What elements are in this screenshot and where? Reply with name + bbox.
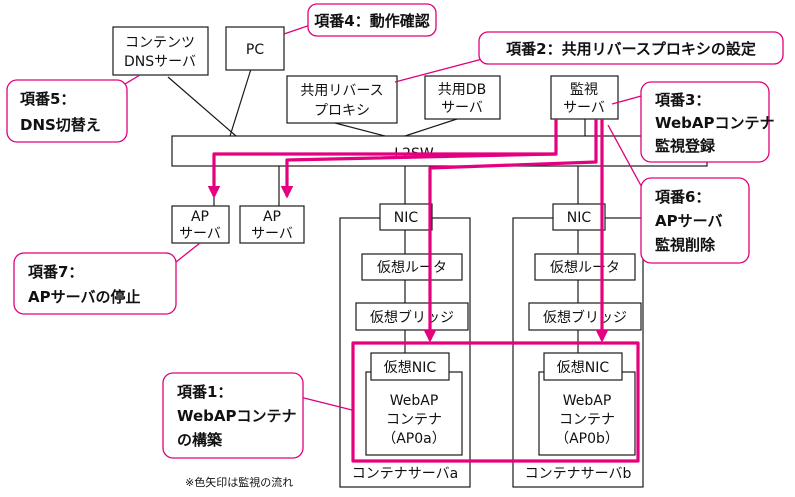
callout-3-pointer <box>611 94 646 105</box>
callout-5 <box>6 79 128 143</box>
callout-7-pointer <box>175 242 201 263</box>
rproxy-line2: プロキシ <box>314 103 370 119</box>
virtual-bridge-a-label: 仮想ブリッジ <box>370 309 454 326</box>
callout-4-text: 項番4：動作確認 <box>314 12 429 30</box>
nic-b <box>552 203 606 231</box>
callout-2-pointer <box>394 56 491 83</box>
callout-1-line3: の構築 <box>177 431 223 449</box>
shared-reverse-proxy <box>286 75 398 124</box>
callout-1 <box>162 372 304 459</box>
monitor-line1: 監視 <box>570 81 598 98</box>
callout-1-pointer <box>299 396 353 411</box>
virtual-router-a-label: 仮想ルータ <box>377 260 447 276</box>
callout-6-line2: APサーバ <box>655 212 722 230</box>
virtual-nic-a <box>370 352 450 381</box>
monitor-arrow-ap1 <box>207 119 558 199</box>
virtual-router-b <box>534 253 636 281</box>
callout-6-line3: 監視削除 <box>655 236 716 254</box>
monitor-arrow-container-a <box>423 119 598 343</box>
virtual-bridge-b-label: 仮想ブリッジ <box>543 309 627 326</box>
ap-server-2 <box>239 205 305 244</box>
callout-1-line2: WebAPコンテナ <box>177 407 297 425</box>
ap-server-1-line2: サーバ <box>179 226 221 242</box>
callout-7 <box>13 252 177 315</box>
callout-2 <box>478 31 784 65</box>
callout-3 <box>640 81 770 163</box>
legend-note: ※色矢印は監視の流れ <box>185 475 293 489</box>
shared-db-server <box>424 75 501 120</box>
container-b-line1: WebAP <box>563 393 612 409</box>
rproxy-line1: 共用リバース <box>300 83 383 99</box>
virtual-nic-a-label: 仮想NIC <box>384 360 437 376</box>
nic-a-label: NIC <box>394 210 419 226</box>
callout-6 <box>640 177 750 264</box>
nic-b-label: NIC <box>567 210 592 226</box>
ap-server-1 <box>171 205 230 244</box>
pc-box <box>225 26 285 71</box>
container-a-line2: コンテナ <box>386 412 442 428</box>
virtual-bridge-b <box>528 302 642 331</box>
webap-container-group-frame <box>351 341 640 463</box>
pc-label: PC <box>246 42 264 58</box>
contents-dns-server <box>112 26 209 76</box>
virtual-router-b-label: 仮想ルータ <box>550 260 620 276</box>
callout-5-line2: DNS切替え <box>20 116 101 134</box>
ap-server-2-line1: AP <box>263 209 281 225</box>
container-b-line3: （AP0b） <box>555 431 619 447</box>
link-pc-l2sw <box>229 68 252 137</box>
callout-1-line1: 項番1： <box>177 383 232 401</box>
db-line1: 共用DB <box>438 82 486 98</box>
monitor-server <box>550 75 619 120</box>
container-a-line1: WebAP <box>390 393 439 409</box>
webap-container-a <box>365 371 463 456</box>
db-line2: サーバ <box>441 100 483 116</box>
callout-7-line1: 項番7： <box>28 263 83 281</box>
container-b-line2: コンテナ <box>559 412 615 428</box>
callout-3-line3: 監視登録 <box>655 137 716 155</box>
virtual-nic-b <box>543 352 623 381</box>
link-dns-l2sw <box>167 76 237 137</box>
callout-2-text: 項番2：共用リバースプロキシの設定 <box>506 40 756 58</box>
ap-server-1-line1: AP <box>191 209 209 225</box>
virtual-router-a <box>361 253 463 281</box>
monitor-line2: サーバ <box>563 100 605 116</box>
webap-container-b <box>538 371 636 456</box>
callout-3-line1: 項番3： <box>655 91 710 109</box>
monitor-arrow-ap2 <box>280 152 557 199</box>
virtual-bridge-a <box>355 302 469 331</box>
contents-dns-line1: コンテンツ <box>125 35 195 51</box>
container-server-b-label: コンテナサーバb <box>525 466 632 482</box>
l2sw-bar <box>171 135 708 167</box>
callout-6-pointer <box>607 124 646 194</box>
callout-3-line2: WebAPコンテナ <box>655 114 775 132</box>
nic-a <box>379 203 433 231</box>
callout-7-line2: APサーバの停止 <box>28 288 140 306</box>
container-a-line3: （AP0a） <box>382 431 446 447</box>
link-db-l2sw <box>404 117 461 137</box>
callout-4 <box>307 3 437 37</box>
contents-dns-line2: DNSサーバ <box>124 54 196 70</box>
callout-5-line1: 項番5： <box>20 90 75 108</box>
container-server-a-label: コンテナサーバa <box>352 466 458 482</box>
virtual-nic-b-label: 仮想NIC <box>557 360 610 376</box>
callout-6-line1: 項番6： <box>655 188 710 206</box>
ap-server-2-line2: サーバ <box>251 226 293 242</box>
link-rproxy-l2sw <box>334 122 386 137</box>
